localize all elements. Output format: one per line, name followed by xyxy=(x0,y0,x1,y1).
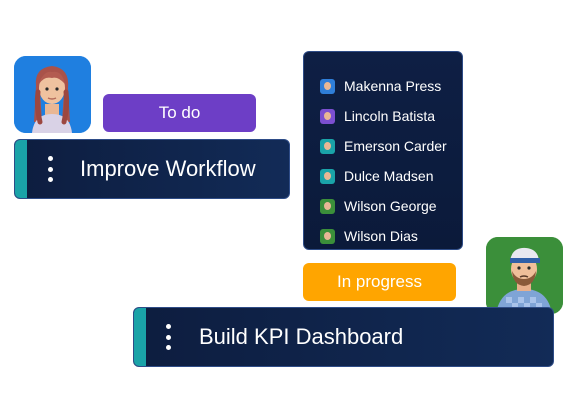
assignee-option[interactable]: Wilson George xyxy=(304,191,462,221)
assignee-list-panel: Makenna Press Lincoln Batista Emerson Ca… xyxy=(303,51,463,250)
assignee-name: Emerson Carder xyxy=(344,138,447,154)
assignee-option[interactable]: Wilson Dias xyxy=(304,221,462,251)
card-accent-bar xyxy=(15,140,27,198)
task-card[interactable]: Build KPI Dashboard xyxy=(133,307,554,367)
assignee-option[interactable]: Makenna Press xyxy=(304,71,462,101)
user-avatar-icon xyxy=(320,78,335,94)
task-title: Improve Workflow xyxy=(80,156,256,181)
assignee-option[interactable]: Emerson Carder xyxy=(304,131,462,161)
assignee-option[interactable]: Dulce Madsen xyxy=(304,161,462,191)
task-card[interactable]: Improve Workflow xyxy=(14,139,290,199)
status-badge-todo: To do xyxy=(103,94,256,132)
task-title: Build KPI Dashboard xyxy=(199,324,404,349)
user-avatar-icon xyxy=(320,168,335,184)
more-options-icon[interactable] xyxy=(166,324,172,350)
user-avatar-man xyxy=(486,237,563,314)
card-accent-bar xyxy=(134,308,146,366)
user-avatar-icon xyxy=(320,138,335,154)
user-avatar-icon xyxy=(320,228,335,244)
user-avatar-woman xyxy=(14,56,91,133)
more-options-icon[interactable] xyxy=(48,156,54,182)
assignee-name: Wilson George xyxy=(344,198,437,214)
assignee-name: Dulce Madsen xyxy=(344,168,434,184)
woman-avatar-icon xyxy=(14,56,91,133)
user-avatar-icon xyxy=(320,198,335,214)
man-avatar-icon xyxy=(486,237,563,314)
user-avatar-icon xyxy=(320,108,335,124)
assignee-option[interactable]: Lincoln Batista xyxy=(304,101,462,131)
status-badge-in-progress: In progress xyxy=(303,263,456,301)
assignee-name: Wilson Dias xyxy=(344,228,418,244)
assignee-name: Makenna Press xyxy=(344,78,442,94)
assignee-name: Lincoln Batista xyxy=(344,108,436,124)
